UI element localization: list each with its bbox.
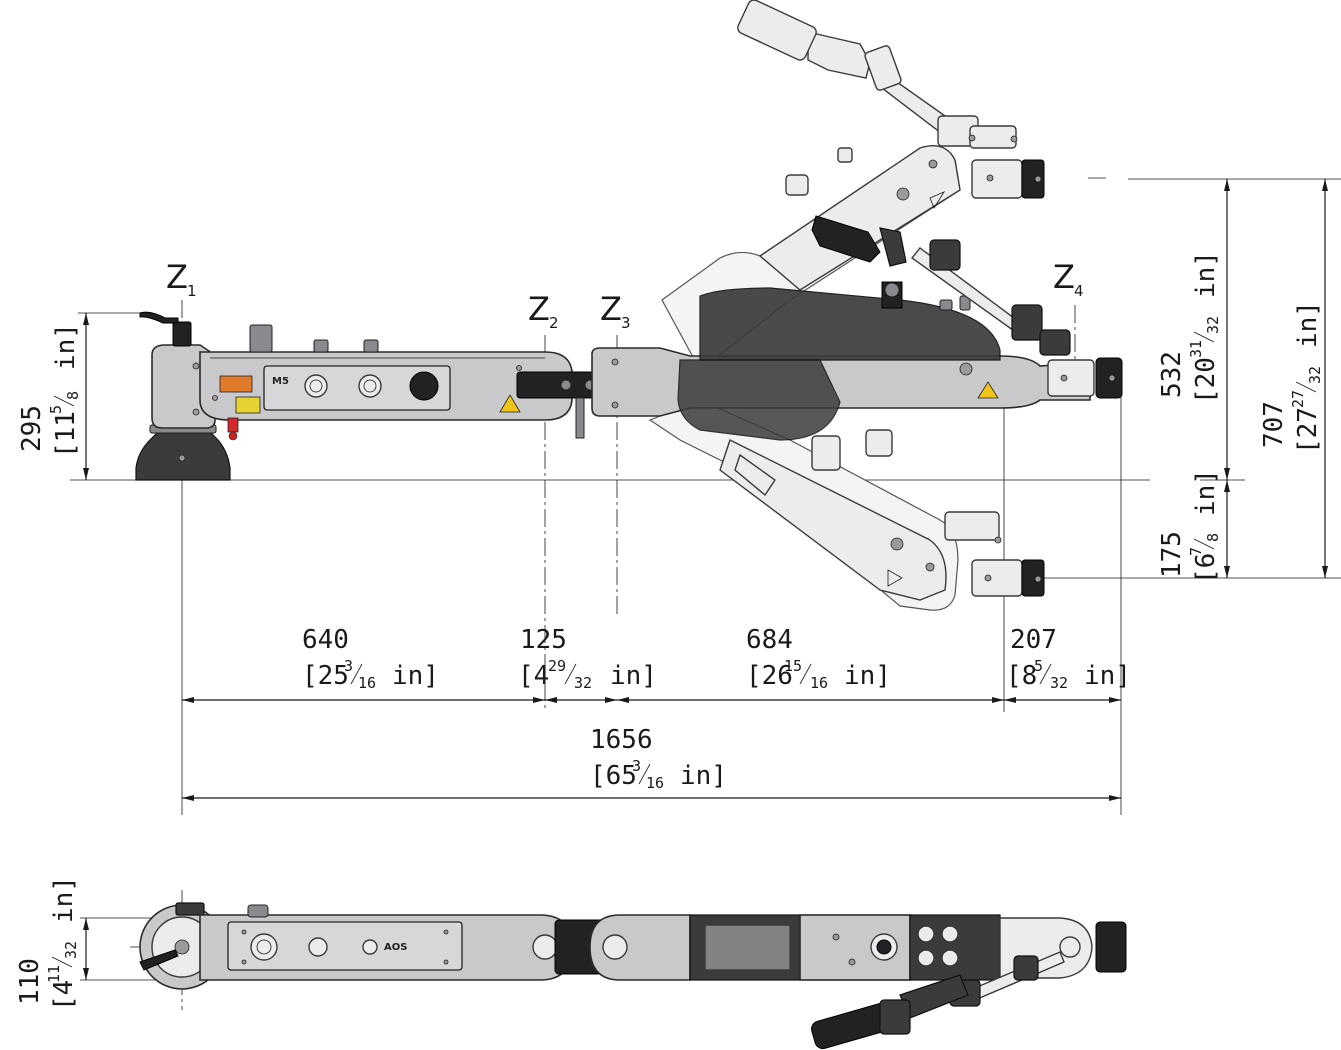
svg-text:[26: [26 (746, 661, 793, 691)
svg-text:7: 7 (1187, 547, 1205, 556)
svg-text:175: 175 (1157, 531, 1187, 578)
svg-text:32: 32 (1306, 366, 1324, 384)
svg-text:in]: in] (49, 876, 79, 923)
svg-text:295: 295 (17, 405, 47, 452)
svg-text:[4: [4 (49, 980, 79, 1011)
svg-text:[11: [11 (51, 411, 81, 458)
svg-text:in]: in] (1293, 301, 1323, 348)
svg-text:15: 15 (784, 657, 802, 675)
svg-text:11: 11 (45, 965, 63, 983)
dimension-1656: 1656 [65 3 16 in] (590, 725, 727, 792)
arm-sweep-lower (648, 399, 1045, 611)
svg-text:in]: in] (680, 761, 727, 791)
svg-text:in]: in] (1084, 661, 1131, 691)
arm-side-view: AOS (139, 902, 1127, 1050)
svg-text:27: 27 (1289, 390, 1307, 408)
svg-text:532: 532 (1157, 351, 1187, 398)
svg-text:16: 16 (810, 674, 828, 692)
svg-text:[65: [65 (590, 761, 637, 791)
dimension-640: 640 [25 3 16 in] (302, 625, 439, 692)
svg-text:[4: [4 (518, 661, 549, 691)
svg-text:1656: 1656 (590, 725, 653, 755)
zone-label-4: Z (1053, 258, 1075, 296)
svg-text:707: 707 (1259, 401, 1289, 448)
svg-text:in]: in] (1191, 251, 1221, 298)
dimension-lines-horizontal (182, 697, 1121, 801)
dimension-532: 532 [20 31 32 in] (1157, 251, 1222, 404)
svg-text:32: 32 (62, 941, 80, 959)
zone-sub-4: 4 (1074, 282, 1084, 300)
zone-sub-2: 2 (549, 314, 559, 332)
dimension-lines-vertical (83, 179, 1328, 980)
model-label: M5 (272, 376, 289, 387)
svg-text:8: 8 (1204, 533, 1222, 542)
svg-text:in]: in] (844, 661, 891, 691)
zone-label-1: Z (166, 258, 188, 296)
dimension-295: 295 [11 5 8 in] (17, 323, 82, 458)
svg-text:640: 640 (302, 625, 349, 655)
side-mark: AOS (384, 942, 407, 953)
svg-text:3: 3 (344, 657, 353, 675)
svg-text:5: 5 (47, 405, 65, 414)
dimension-207: 207 [8 5 32 in] (1006, 625, 1131, 692)
svg-text:in]: in] (51, 323, 81, 370)
svg-text:5: 5 (1034, 657, 1043, 675)
svg-text:[27: [27 (1293, 407, 1323, 454)
svg-text:in]: in] (392, 661, 439, 691)
svg-text:32: 32 (1050, 674, 1068, 692)
svg-text:16: 16 (358, 674, 376, 692)
svg-text:684: 684 (746, 625, 793, 655)
zone-sub-1: 1 (187, 282, 197, 300)
svg-text:16: 16 (646, 774, 664, 792)
svg-text:32: 32 (1204, 316, 1222, 334)
dimension-110: 110 [4 11 32 in] (15, 876, 80, 1011)
dimension-707: 707 [27 27 32 in] (1259, 301, 1324, 454)
zone-label-2: Z (528, 290, 550, 328)
svg-text:[20: [20 (1191, 357, 1221, 404)
svg-text:[8: [8 (1006, 661, 1037, 691)
zone-labels: Z 1 Z 2 Z 3 Z 4 (166, 258, 1084, 332)
svg-text:32: 32 (574, 674, 592, 692)
svg-text:[6: [6 (1191, 553, 1221, 584)
dimension-125: 125 [4 29 32 in] (518, 625, 657, 692)
svg-text:207: 207 (1010, 625, 1057, 655)
zone-label-3: Z (600, 290, 622, 328)
arm-center-main (591, 215, 1123, 441)
svg-text:29: 29 (548, 657, 566, 675)
svg-text:31: 31 (1187, 340, 1205, 358)
svg-text:in]: in] (610, 661, 657, 691)
svg-text:110: 110 (15, 958, 45, 1005)
svg-text:125: 125 (520, 625, 567, 655)
svg-text:in]: in] (1191, 469, 1221, 516)
zone-sub-3: 3 (621, 314, 631, 332)
svg-text:8: 8 (64, 391, 82, 400)
svg-text:[25: [25 (302, 661, 349, 691)
dimension-684: 684 [26 15 16 in] (746, 625, 891, 692)
dimension-175: 175 [6 7 8 in] (1157, 469, 1222, 584)
svg-text:3: 3 (632, 757, 641, 775)
arm-base-assembly: M5 (135, 311, 638, 481)
